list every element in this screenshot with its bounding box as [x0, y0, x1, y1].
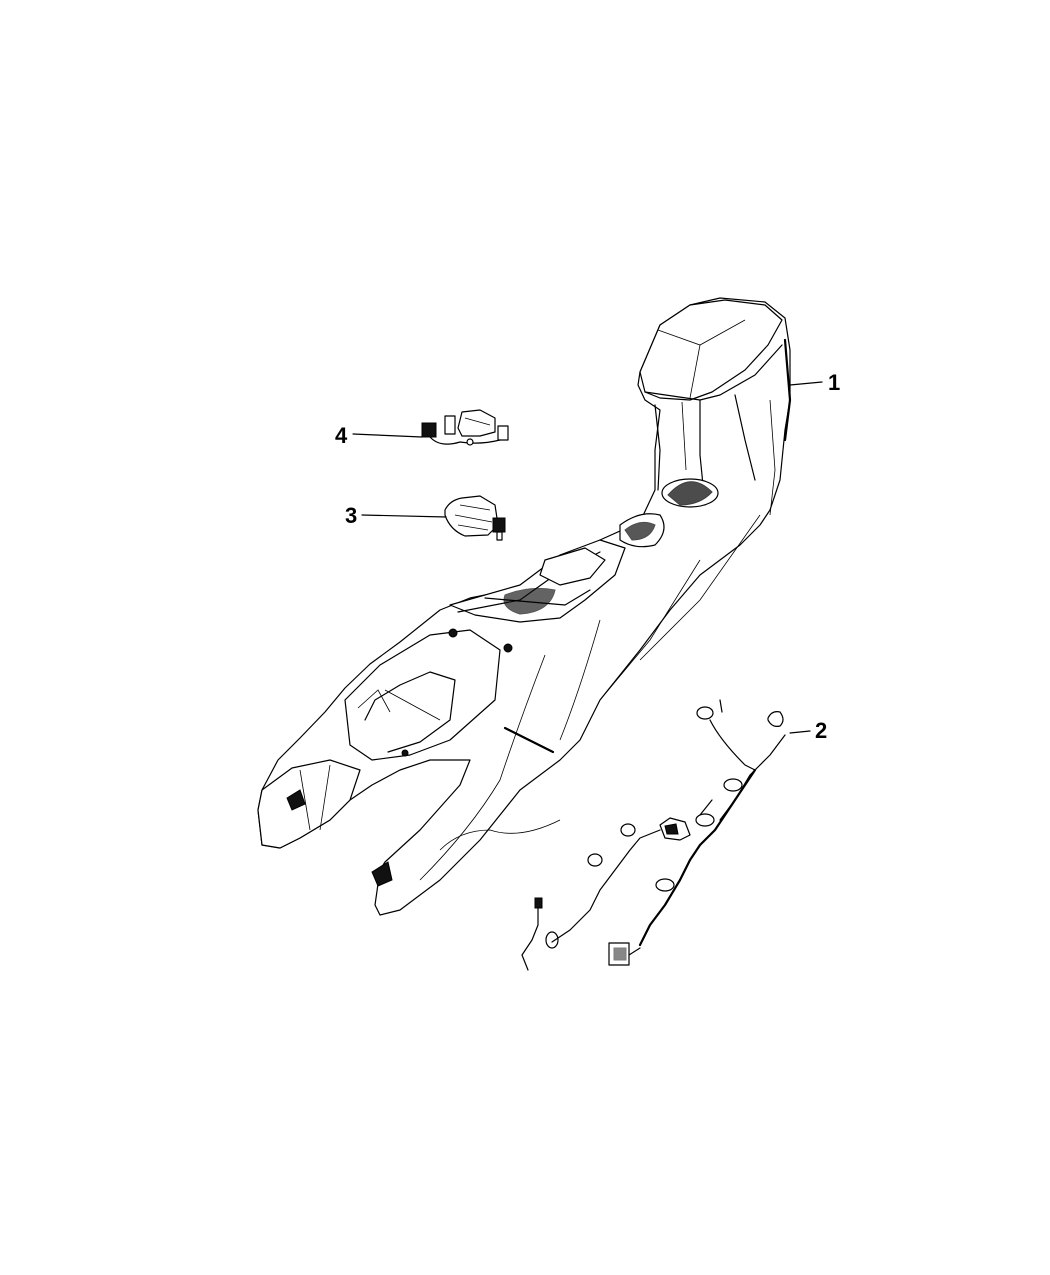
leader-line-2	[789, 730, 811, 734]
center-console-drawing	[257, 297, 792, 916]
leader-line-3	[361, 514, 447, 518]
part-4-module-drawing	[421, 409, 509, 446]
leader-line-4	[352, 433, 423, 438]
callout-4: 4	[335, 423, 348, 448]
callout-3: 3	[345, 503, 358, 528]
callout-2: 2	[815, 718, 828, 743]
part-3-module-drawing	[444, 495, 506, 541]
wiring-harness-drawing	[521, 699, 786, 971]
callout-1: 1	[828, 370, 841, 395]
leader-line-1	[789, 381, 823, 386]
